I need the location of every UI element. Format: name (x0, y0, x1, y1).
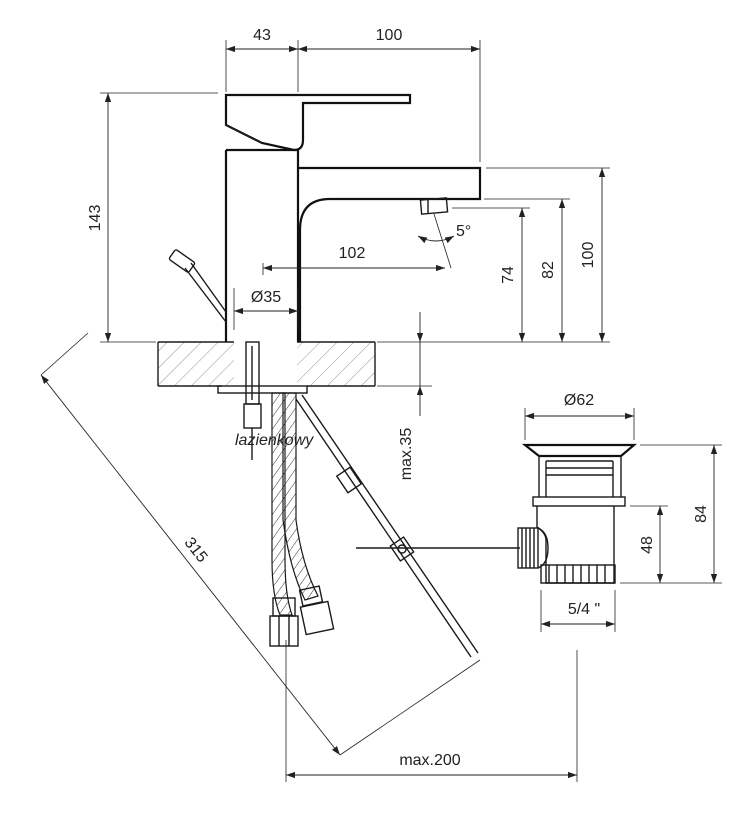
dimension-102-label: 102 (339, 245, 366, 262)
dimension-diameter-62-label: Ø62 (564, 392, 594, 409)
dimension-angle-5: 5° (417, 223, 471, 244)
dimension-thread-label: 5/4 " (568, 601, 600, 618)
pop-up-waste (517, 443, 638, 584)
dimension-diameter-35: Ø35 (234, 289, 298, 315)
dimension-diameter-62: Ø62 (525, 392, 634, 420)
dimension-max35: max.35 (398, 312, 424, 481)
dimension-43-label: 43 (253, 27, 271, 44)
dimension-max200-label: max.200 (399, 752, 460, 769)
extension-lines (40, 40, 722, 782)
dimension-82-label: 82 (540, 261, 557, 279)
dimension-315-label: 315 (181, 534, 211, 566)
dimension-143-label: 143 (87, 205, 104, 232)
flexible-hoses (269, 392, 335, 647)
dimension-102: 102 (263, 245, 445, 272)
dimension-100-top-label: 100 (376, 27, 403, 44)
dimension-82: 82 (540, 199, 566, 342)
dimension-max35-label: max.35 (398, 428, 415, 481)
dimension-48: 48 (639, 506, 664, 583)
dimension-84: 84 (693, 445, 718, 583)
dimension-48-label: 48 (639, 536, 656, 554)
dimension-74-label: 74 (500, 266, 517, 284)
thread-lines (548, 565, 606, 583)
dimension-max200: max.200 (286, 752, 577, 779)
dimension-74: 74 (500, 208, 526, 342)
lift-rod-knob (168, 249, 227, 323)
dimension-43: 43 (226, 27, 298, 53)
dimension-84-label: 84 (693, 505, 710, 523)
countertop (157, 341, 376, 387)
dimension-diameter-35-label: Ø35 (251, 289, 281, 306)
dimension-143: 143 (87, 93, 112, 342)
dimension-100-top: 100 (298, 27, 480, 53)
dimension-thread: 5/4 " (541, 601, 615, 628)
dimension-100-right: 100 (580, 168, 606, 342)
dimension-100-right-label: 100 (580, 242, 597, 269)
dimension-angle-5-label: 5° (456, 223, 471, 240)
